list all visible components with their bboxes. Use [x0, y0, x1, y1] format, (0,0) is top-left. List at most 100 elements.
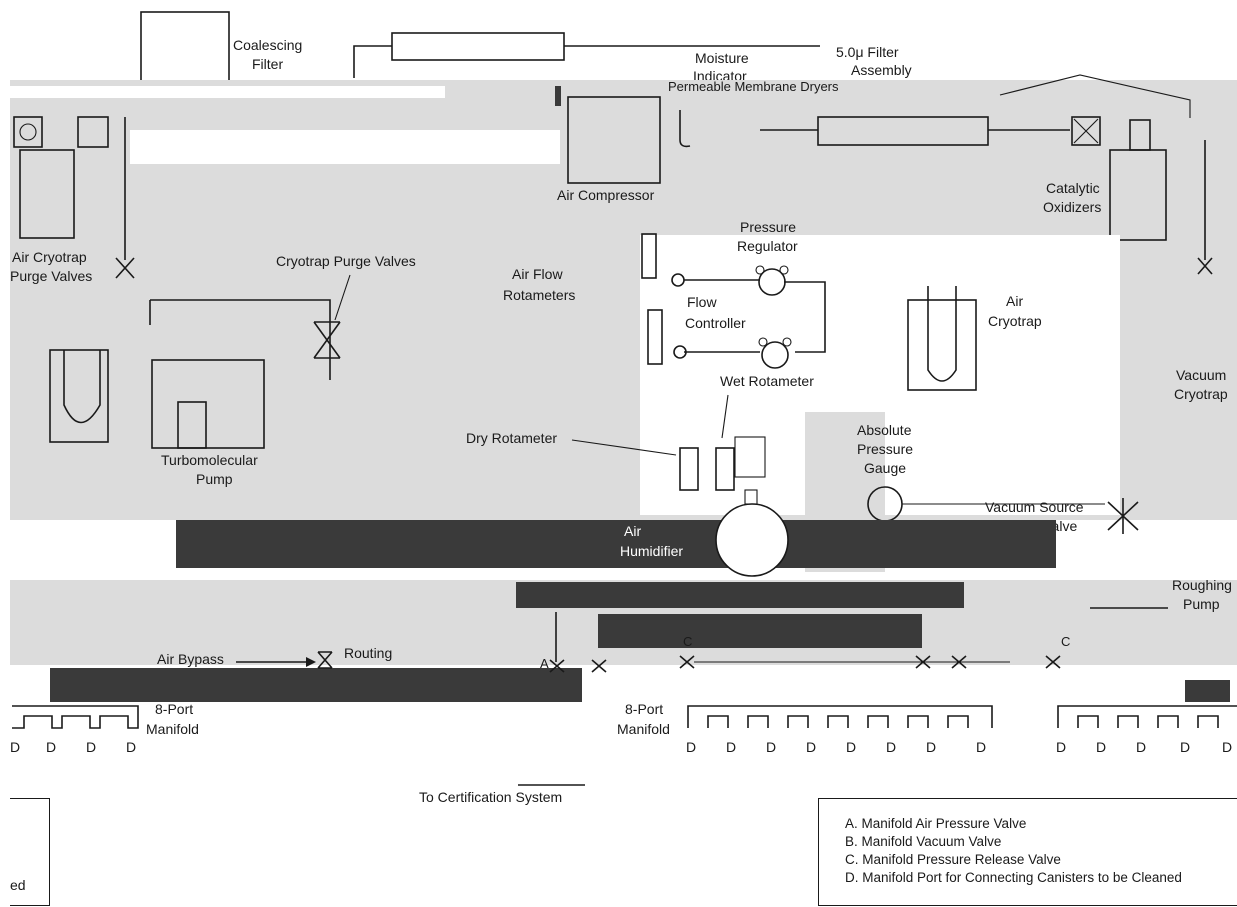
compressor-inlet	[555, 86, 561, 106]
wet-rotameter-body	[715, 447, 735, 491]
turbomolecular-pump-body	[151, 359, 265, 449]
flow-pipes	[684, 279, 826, 353]
label-pressure-2: Regulator	[737, 238, 798, 254]
label-routing: Routing	[344, 645, 392, 661]
regulator-knob-right	[779, 265, 789, 275]
selector-box-right	[1071, 116, 1101, 146]
valve-box-left	[13, 116, 43, 148]
air-cryotrap-u-tube	[927, 286, 957, 382]
legend-item-b: B. Manifold Vacuum Valve	[845, 834, 1002, 849]
port-d-m8: D	[976, 739, 986, 755]
label-coalescing-1: Coalescing	[233, 37, 302, 53]
label-turbo-1: Turbomolecular	[161, 452, 258, 468]
purge-pipe	[149, 299, 331, 380]
label-valve-c-right: C	[1061, 634, 1070, 649]
port-d-r3: D	[1136, 739, 1146, 755]
manifold-left-ports	[12, 705, 139, 729]
valve-a-icon	[549, 659, 565, 673]
label-dry-rotameter: Dry Rotameter	[466, 430, 557, 446]
label-air-compressor: Air Compressor	[557, 187, 655, 203]
port-d-m3: D	[766, 739, 776, 755]
label-manifold-left-1: 8-Port	[155, 701, 193, 717]
label-vss-1: Vacuum Source	[985, 499, 1084, 515]
label-to-certification: To Certification System	[419, 789, 562, 805]
label-airflow-2: Rotameters	[503, 287, 575, 303]
label-manifold-mid-2: Manifold	[617, 721, 670, 737]
cryotrap-purge-valve-icon	[313, 321, 341, 359]
dark-block-right	[1185, 680, 1230, 702]
vacuum-trap-left	[49, 349, 109, 443]
turbo-pump-port	[177, 401, 207, 449]
regulator-knob-left	[755, 265, 765, 275]
dry-rotameter-leader	[571, 439, 677, 456]
label-turbo-2: Pump	[196, 471, 233, 487]
label-air-cryotrap-2: Cryotrap	[988, 313, 1042, 329]
port-d-m5: D	[846, 739, 856, 755]
trap-u-tube	[63, 350, 101, 424]
purge-leader	[334, 274, 351, 321]
label-gauge-1: Absolute	[857, 422, 912, 438]
dryer-pipe	[679, 110, 691, 148]
label-manifold-mid-1: 8-Port	[625, 701, 663, 717]
label-air-bypass: Air Bypass	[157, 651, 224, 667]
valve-c-right-icon	[1045, 655, 1061, 669]
label-manifold-left-2: Manifold	[146, 721, 199, 737]
purge-valve-icon	[115, 257, 135, 279]
rotameter-frame	[734, 436, 766, 478]
dark-band-middle	[516, 582, 964, 608]
port-d-r1: D	[1056, 739, 1066, 755]
controller-knob-right	[782, 337, 792, 347]
valve-c-mid-icon	[679, 655, 695, 669]
controller-knob-left	[758, 337, 768, 347]
label-roughing-1: Roughing	[1172, 577, 1232, 593]
flow-controller-icon	[761, 341, 789, 369]
oxidizer-cap	[1129, 119, 1151, 151]
port-d-l1: D	[10, 739, 20, 755]
legend-item-c: C. Manifold Pressure Release Valve	[845, 852, 1061, 867]
port-d-l4: D	[126, 739, 136, 755]
port-d-r2: D	[1096, 739, 1106, 755]
label-valve-c-mid: C	[683, 634, 692, 649]
port-d-m7: D	[926, 739, 936, 755]
label-membrane-dryers: Permeable Membrane Dryers	[668, 79, 839, 94]
label-filter-assembly-1: 5.0μ Filter	[836, 44, 899, 60]
label-air-cryotrap-purge-2: Purge Valves	[10, 268, 92, 284]
port-d-m4: D	[806, 739, 816, 755]
legend-item-d: D. Manifold Port for Connecting Canister…	[845, 870, 1182, 885]
label-moisture-1: Moisture	[695, 50, 749, 66]
air-compressor-body	[567, 96, 661, 184]
port-d-m2: D	[726, 739, 736, 755]
label-catalytic-2: Oxidizers	[1043, 199, 1101, 215]
label-coalescing-2: Filter	[252, 56, 283, 72]
label-humidifier-2: Humidifier	[620, 543, 683, 559]
oxidizer-leader	[999, 74, 1191, 118]
label-airflow-1: Air Flow	[512, 266, 563, 282]
arrow-head-icon	[306, 657, 316, 667]
routing-valve-icon	[317, 651, 333, 669]
dark-band-upper	[176, 520, 1056, 568]
label-wet-rotameter: Wet Rotameter	[720, 373, 814, 389]
port-d-r4: D	[1180, 739, 1190, 755]
coalescing-filter	[140, 11, 230, 83]
legend-item-a: A. Manifold Air Pressure Valve	[845, 816, 1027, 831]
left-box-text: ed	[10, 877, 26, 893]
label-catalytic-1: Catalytic	[1046, 180, 1100, 196]
band-white-1	[10, 86, 445, 98]
port-d-l3: D	[86, 739, 96, 755]
label-flow-2: Controller	[685, 315, 746, 331]
rotameter-2	[647, 309, 663, 365]
manifold-right-ports	[1057, 705, 1237, 728]
gauge-left-icon	[19, 123, 37, 141]
wet-rotameter-leader	[721, 394, 729, 439]
label-gauge-2: Pressure	[857, 441, 913, 457]
filter-box-left	[77, 116, 109, 148]
dark-band-right	[598, 614, 922, 648]
selector-x-icon	[1073, 118, 1099, 144]
manifold-mid-ports	[687, 705, 993, 728]
humidifier-inlet	[744, 489, 758, 505]
valve-legend: A. Manifold Air Pressure Valve B. Manifo…	[818, 798, 1237, 906]
band-white-2	[130, 130, 560, 164]
label-flow-1: Flow	[687, 294, 717, 310]
port-d-m6: D	[886, 739, 896, 755]
air-cryotrap-vessel-center	[907, 299, 977, 391]
